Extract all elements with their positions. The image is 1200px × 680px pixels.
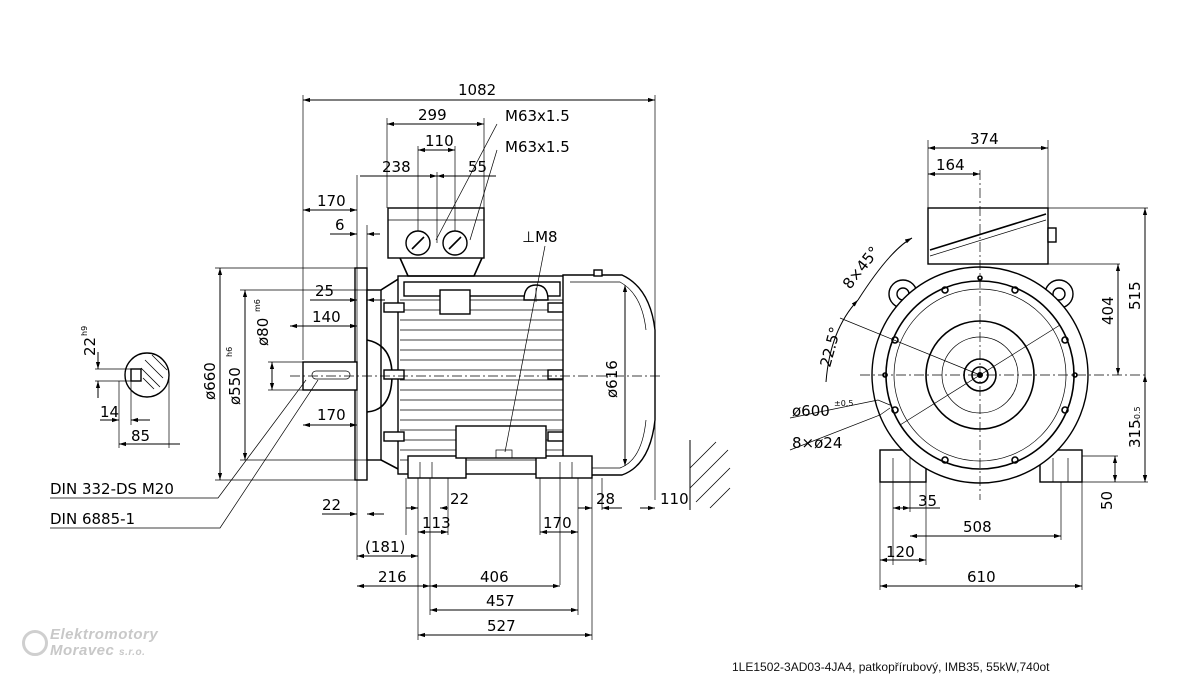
- dim-b22-left: 22: [322, 496, 341, 514]
- terminal-box-base: [399, 257, 483, 277]
- bolt: [547, 431, 565, 442]
- dim-foot-height: 50: [1098, 491, 1116, 510]
- dim-gland-1: M63x1.5: [505, 107, 570, 125]
- dim-total-length: 1082: [458, 81, 496, 99]
- dim-flange-pcd-tol-end: ±0.5: [834, 399, 853, 408]
- side-view: 1082 299 110 55 238 M63x1.5 M63x1.5 170 …: [50, 81, 731, 640]
- dim-shaft-length: 140: [312, 308, 341, 326]
- dim-lifting: ⊥M8: [522, 228, 558, 246]
- dim-b28: 28: [596, 490, 615, 508]
- flange-spigot: [366, 289, 382, 461]
- dim-flange-pcd-tol: h6: [225, 347, 234, 357]
- dim-b110: 110: [660, 490, 689, 508]
- key-height: 22: [81, 337, 99, 356]
- shaft-keyway: [311, 370, 351, 380]
- gear-icon: [22, 630, 48, 656]
- bolt: [547, 302, 565, 313]
- din-332-label: DIN 332-DS M20: [50, 480, 174, 498]
- dim-gland-spacing: 110: [425, 132, 454, 150]
- dim-box-width: 374: [970, 130, 999, 148]
- key-width: 14: [100, 403, 119, 421]
- dim-spigot: 25: [315, 282, 334, 300]
- dim-box-offset: 164: [936, 156, 965, 174]
- dim-b527: 527: [487, 617, 516, 635]
- dim-frame-dia: ø616: [603, 360, 621, 398]
- dim-center-to-box: 404: [1099, 296, 1117, 325]
- end-view: 374 164 515 404 315 -0.5 50 8×45° 22.5° …: [789, 130, 1148, 590]
- key-height-tol: h9: [80, 326, 89, 336]
- dim-angle: 22.5°: [816, 325, 844, 369]
- dim-flange-holes: 8×ø24: [792, 434, 842, 452]
- dim-flange-dia: ø660: [201, 362, 219, 400]
- dim-gland-offset: 55: [468, 158, 487, 176]
- top-boss: [439, 289, 471, 315]
- dim-terminal-box-width: 299: [418, 106, 447, 124]
- logo-suffix: s.r.o.: [119, 647, 146, 658]
- dim-foot-610: 610: [967, 568, 996, 586]
- key-depth: 85: [131, 427, 150, 445]
- dim-b406: 406: [480, 568, 509, 586]
- dim-shaft-height-tol: -0.5: [1133, 406, 1142, 422]
- dim-b181: (181): [365, 538, 405, 556]
- dim-b113: 113: [422, 514, 451, 532]
- bolt: [547, 369, 565, 380]
- key-section: 22 h9 14 85: [80, 326, 180, 448]
- dim-shaft-height: 315: [1126, 419, 1144, 448]
- key: [130, 368, 142, 382]
- drawing-caption: 1LE1502-3AD03-4JA4, patkopřírubový, IMB3…: [732, 660, 1050, 674]
- logo-line-2: Moravec s.r.o.: [50, 642, 145, 659]
- din-6885-label: DIN 6885-1: [50, 510, 135, 528]
- dim-foot-508: 508: [963, 518, 992, 536]
- dim-shaft-dia: ø80: [254, 318, 272, 346]
- dim-terminal-box-pos: 238: [382, 158, 411, 176]
- bolt: [383, 369, 405, 380]
- dim-gland-2: M63x1.5: [505, 138, 570, 156]
- foot-rear: [535, 455, 593, 479]
- terminal-box-end: [927, 207, 1049, 265]
- company-logo: Elektromotory Moravec s.r.o.: [22, 626, 212, 666]
- logo-name: Moravec: [50, 642, 115, 659]
- dim-flange-lower: 170: [317, 406, 346, 424]
- logo-line-1: Elektromotory: [50, 626, 159, 643]
- dim-b457: 457: [486, 592, 515, 610]
- base-block: [455, 425, 547, 459]
- dim-flange-pcd: ø550: [226, 367, 244, 405]
- dim-flange-pcd-end: ø600: [792, 402, 830, 420]
- terminal-box: [387, 207, 485, 259]
- dim-shaft-dia-tol: m6: [253, 299, 262, 312]
- dim-bolt-pattern: 8×45°: [839, 243, 883, 292]
- dim-box-height: 515: [1126, 281, 1144, 310]
- shaft-section: [124, 352, 170, 398]
- dim-foot-35: 35: [918, 492, 937, 510]
- bolt: [383, 302, 405, 313]
- dim-b22-right: 22: [450, 490, 469, 508]
- dim-flange-shaft: 170: [317, 192, 346, 210]
- dim-foot-120: 120: [886, 543, 915, 561]
- foot-front: [407, 455, 467, 479]
- dim-b170: 170: [543, 514, 572, 532]
- dim-b216: 216: [378, 568, 407, 586]
- dim-flange-thickness: 6: [335, 216, 345, 234]
- bolt: [383, 431, 405, 442]
